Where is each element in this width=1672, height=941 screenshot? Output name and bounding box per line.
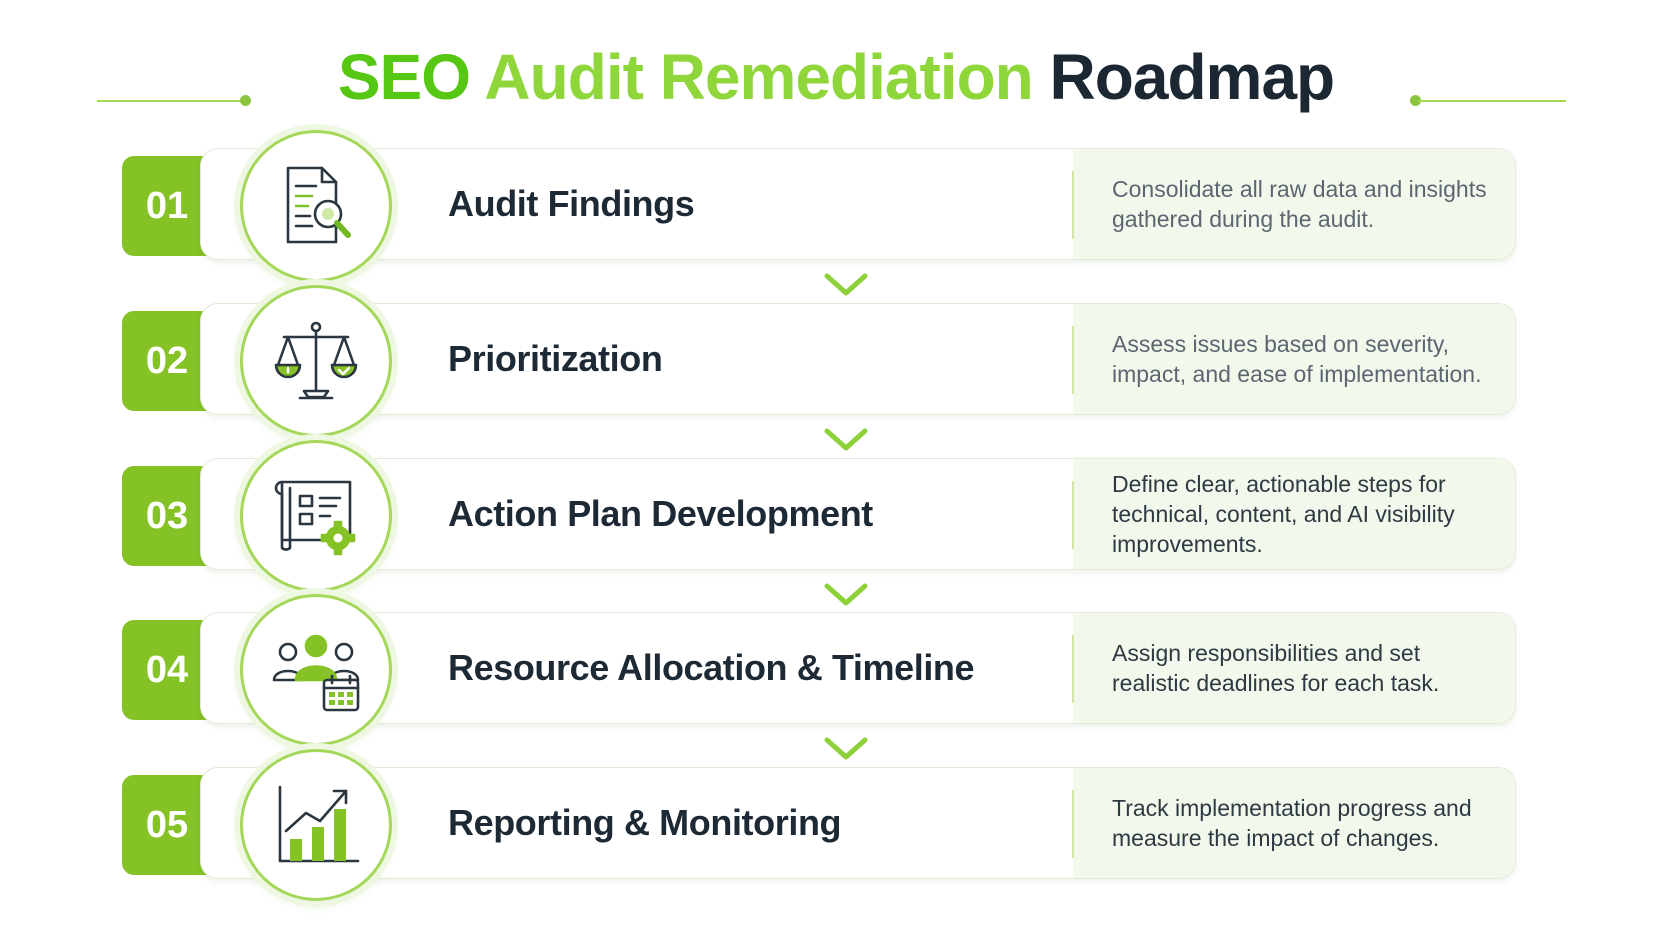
balance-scale-icon xyxy=(240,285,392,437)
step-title: Prioritization xyxy=(448,338,663,379)
step-title: Audit Findings xyxy=(448,183,695,224)
header-rule-right xyxy=(1418,100,1566,102)
step-card xyxy=(200,612,1516,724)
page-title: SEO Audit Remediation Roadmap xyxy=(0,40,1672,114)
header-dot-right xyxy=(1410,95,1421,106)
title-part-roadmap: Roadmap xyxy=(1049,41,1336,113)
step-card xyxy=(200,458,1516,570)
description-panel xyxy=(1073,459,1515,569)
title-part-seo: SEO xyxy=(337,41,471,113)
step-number: 02 xyxy=(145,340,189,382)
growth-chart-icon xyxy=(240,749,392,901)
step-card xyxy=(200,148,1516,260)
step-title: Action Plan Development xyxy=(448,493,873,534)
step-number: 04 xyxy=(145,649,189,691)
step-number: 03 xyxy=(145,495,189,537)
step-number: 01 xyxy=(145,185,189,227)
step-title: Reporting & Monitoring xyxy=(448,802,842,843)
roadmap-step-3: 03 Action Plan Development Define clear,… xyxy=(120,440,1516,592)
blueprint-gear-icon xyxy=(240,440,392,592)
header-rule-left xyxy=(97,100,242,102)
header-dot-left xyxy=(240,95,251,106)
step-card xyxy=(200,303,1516,415)
team-calendar-icon xyxy=(240,594,392,746)
description-panel xyxy=(1073,149,1515,259)
chevron-down-icon xyxy=(824,737,868,760)
card-divider xyxy=(1072,326,1074,394)
card-divider xyxy=(1072,481,1074,549)
description-panel xyxy=(1073,304,1515,414)
step-card xyxy=(200,767,1516,879)
step-number: 05 xyxy=(145,804,189,846)
step-description: Consolidate all raw data and insights ga… xyxy=(1112,176,1487,232)
step-title: Resource Allocation & Timeline xyxy=(448,647,975,688)
document-magnifier-icon xyxy=(240,130,392,282)
card-divider xyxy=(1072,171,1074,239)
chevron-down-icon xyxy=(824,583,868,606)
card-divider xyxy=(1072,790,1074,858)
step-description: Define clear, actionable steps for techn… xyxy=(1112,471,1455,557)
chevron-down-icon xyxy=(824,273,868,296)
step-description: Assign responsibilities and set realisti… xyxy=(1112,640,1440,696)
roadmap-step-1: 01 Audit Findings Consolidate all raw da… xyxy=(120,130,1516,282)
description-panel xyxy=(1073,613,1515,723)
step-description: Track implementation progress and measur… xyxy=(1112,795,1472,851)
title-part-audit-remediation: Audit Remediation xyxy=(484,41,1033,113)
description-panel xyxy=(1073,768,1515,878)
chevron-down-icon xyxy=(824,428,868,451)
roadmap-step-2: 02 Prioritization Assess issues based on… xyxy=(120,285,1516,437)
header: SEO Audit Remediation Roadmap xyxy=(0,28,1672,124)
step-description: Assess issues based on severity, impact,… xyxy=(1112,331,1482,387)
roadmap-step-5: 05 Reporting & Monitoring Track implemen… xyxy=(120,749,1516,901)
roadmap-step-4: 04 Resource Allocation & Tim xyxy=(120,594,1516,746)
card-divider xyxy=(1072,635,1074,703)
